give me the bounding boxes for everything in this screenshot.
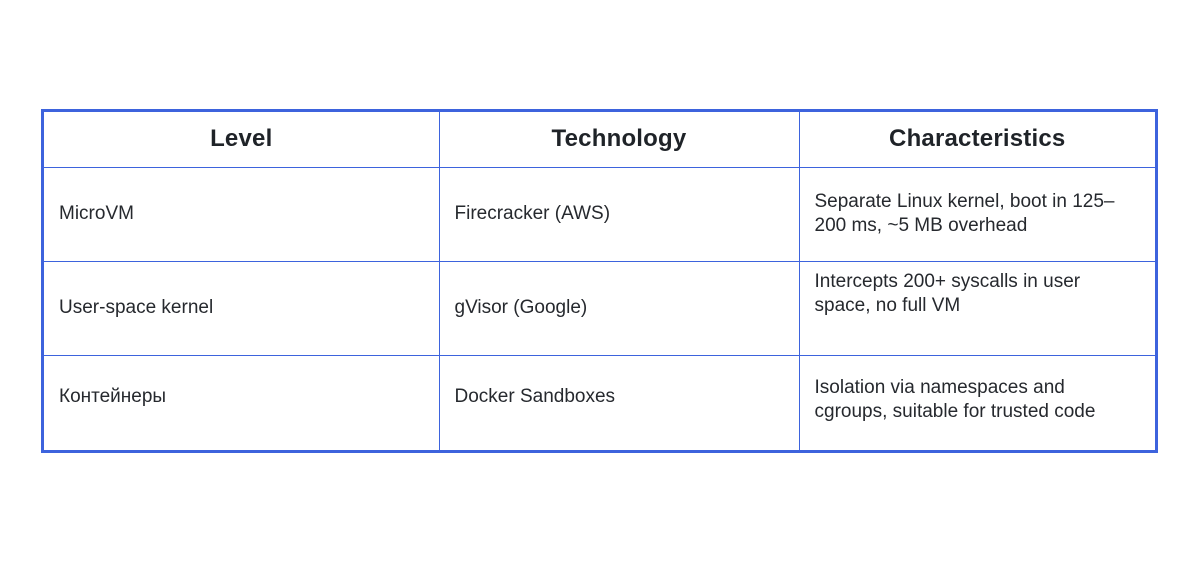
- table-row: User-space kernel gVisor (Google) Interc…: [44, 260, 1155, 357]
- cell-characteristics: Isolation via namespaces and cgroups, su…: [798, 355, 1155, 450]
- table-body: MicroVM Firecracker (AWS) Separate Linux…: [44, 166, 1155, 450]
- header-characteristics: Characteristics: [798, 112, 1155, 168]
- table-header: Level Technology Characteristics: [44, 112, 1155, 168]
- cell-technology: gVisor (Google): [438, 260, 800, 357]
- header-row: Level Technology Characteristics: [44, 112, 1155, 168]
- cell-technology: Firecracker (AWS): [438, 166, 800, 262]
- isolation-levels-table: Level Technology Characteristics MicroVM…: [44, 112, 1155, 450]
- cell-technology: Docker Sandboxes: [438, 355, 800, 450]
- table-row: Контейнеры Docker Sandboxes Isolation vi…: [44, 355, 1155, 450]
- cell-characteristics: Intercepts 200+ syscalls in user space, …: [798, 260, 1155, 357]
- cell-level: Контейнеры: [44, 355, 440, 450]
- header-technology: Technology: [438, 112, 800, 168]
- header-level: Level: [44, 112, 440, 168]
- table-row: MicroVM Firecracker (AWS) Separate Linux…: [44, 166, 1155, 262]
- cell-level: MicroVM: [44, 166, 440, 262]
- cell-level: User-space kernel: [44, 260, 440, 357]
- cell-characteristics: Separate Linux kernel, boot in 125–200 m…: [798, 166, 1155, 262]
- comparison-table-frame: Level Technology Characteristics MicroVM…: [41, 109, 1158, 453]
